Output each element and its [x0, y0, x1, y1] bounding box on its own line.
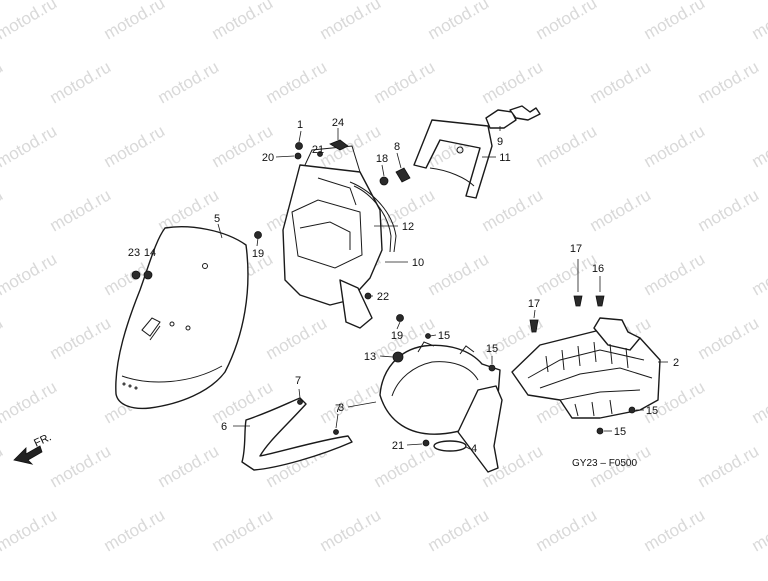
- callout-4: 4: [471, 443, 477, 455]
- watermark-text: motod.ru: [749, 0, 768, 43]
- callout-19-left: 19: [252, 248, 264, 260]
- watermark-text: motod.ru: [533, 0, 601, 43]
- watermark-text: motod.ru: [479, 185, 547, 235]
- watermark-text: motod.ru: [263, 313, 331, 363]
- callout-18: 18: [376, 153, 388, 165]
- watermark-text: motod.ru: [749, 377, 768, 427]
- front-direction-indicator: FR.: [14, 431, 53, 464]
- watermark-text: motod.ru: [0, 57, 6, 107]
- watermark-text: motod.ru: [371, 441, 439, 491]
- watermark-text: motod.ru: [479, 57, 547, 107]
- watermark-text: motod.ru: [47, 441, 115, 491]
- watermark-text: motod.ru: [587, 57, 655, 107]
- callout-9: 9: [497, 136, 503, 148]
- watermark-text: motod.ru: [209, 0, 277, 43]
- callout-8: 8: [394, 141, 400, 153]
- watermark-text: motod.ru: [533, 505, 601, 555]
- callout-15-d: 15: [614, 426, 626, 438]
- watermark-text: motod.ru: [641, 249, 709, 299]
- callout-17-lower: 17: [528, 298, 540, 310]
- watermark-text: motod.ru: [0, 121, 60, 171]
- direction-label: FR.: [32, 431, 53, 449]
- callout-14: 14: [144, 247, 156, 259]
- callout-16: 16: [592, 263, 604, 275]
- watermark-text: motod.ru: [425, 505, 493, 555]
- watermark-text: motod.ru: [0, 185, 6, 235]
- watermark-text: motod.ru: [47, 57, 115, 107]
- watermark-text: motod.ru: [641, 505, 709, 555]
- watermark-text: motod.ru: [749, 505, 768, 555]
- watermark-text: motod.ru: [0, 0, 60, 43]
- watermark-text: motod.ru: [641, 121, 709, 171]
- cap-part: [434, 441, 466, 451]
- callout-21-upper: 21: [312, 144, 324, 156]
- watermark-text: motod.ru: [695, 57, 763, 107]
- callout-23: 23: [128, 247, 140, 259]
- handle-bracket-part: [414, 106, 540, 198]
- watermark-text: motod.ru: [101, 121, 169, 171]
- watermark-text: motod.ru: [587, 185, 655, 235]
- watermark-text: motod.ru: [101, 505, 169, 555]
- callout-19-right: 19: [391, 330, 403, 342]
- watermark-text: motod.ru: [695, 441, 763, 491]
- callout-5: 5: [214, 213, 220, 225]
- watermark-text: motod.ru: [155, 57, 223, 107]
- watermark-text: motod.ru: [317, 505, 385, 555]
- callout-21-lower: 21: [392, 440, 404, 452]
- callout-17-upper: 17: [570, 243, 582, 255]
- watermark-text: motod.ru: [101, 0, 169, 43]
- watermark-text: motod.ru: [0, 313, 6, 363]
- watermark-text: motod.ru: [749, 249, 768, 299]
- watermark-text: motod.ru: [47, 313, 115, 363]
- callout-12: 12: [402, 221, 414, 233]
- watermark-layer: motod.ru motod.ru motod.ru motod.ru motod.ru…: [0, 0, 768, 555]
- callout-15-a: 15: [438, 330, 450, 342]
- watermark-text: motod.ru: [425, 249, 493, 299]
- watermark-text: motod.ru: [317, 0, 385, 43]
- watermark-text: motod.ru: [425, 0, 493, 43]
- watermark-text: motod.ru: [209, 505, 277, 555]
- watermark-text: motod.ru: [0, 377, 60, 427]
- watermark-text: motod.ru: [695, 313, 763, 363]
- watermark-text: motod.ru: [0, 441, 6, 491]
- callout-20: 20: [262, 152, 274, 164]
- callout-22: 22: [377, 291, 389, 303]
- callout-7-upper: 7: [295, 375, 301, 387]
- watermark-text: motod.ru: [533, 121, 601, 171]
- watermark-text: motod.ru: [0, 505, 60, 555]
- callout-13: 13: [364, 351, 376, 363]
- callout-15-c: 15: [646, 405, 658, 417]
- diagram-code: GY23 – F0500: [572, 458, 637, 469]
- watermark-text: motod.ru: [155, 441, 223, 491]
- watermark-text: motod.ru: [749, 121, 768, 171]
- callout-11: 11: [499, 152, 510, 164]
- watermark-text: motod.ru: [533, 249, 601, 299]
- watermark-text: motod.ru: [371, 57, 439, 107]
- callout-10: 10: [412, 257, 424, 269]
- callout-2: 2: [673, 357, 679, 369]
- callout-1: 1: [297, 119, 303, 131]
- watermark-text: motod.ru: [695, 185, 763, 235]
- watermark-text: motod.ru: [0, 249, 60, 299]
- watermark-text: motod.ru: [641, 0, 709, 43]
- callout-6: 6: [221, 421, 227, 433]
- watermark-text: motod.ru: [47, 185, 115, 235]
- callout-15-b: 15: [486, 343, 498, 355]
- watermark-text: motod.ru: [263, 57, 331, 107]
- callout-7-lower: 7: [335, 403, 341, 415]
- callout-24: 24: [332, 117, 344, 129]
